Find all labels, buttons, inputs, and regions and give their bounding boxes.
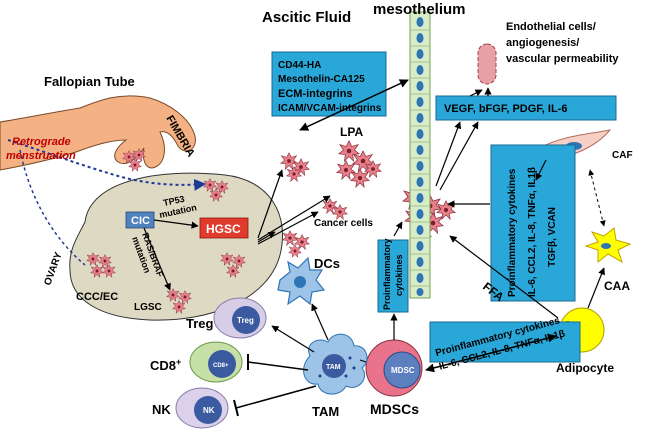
tam-to-dc xyxy=(311,303,329,341)
cd8-cell-label: CD8+ xyxy=(213,363,229,369)
cytokine-mdsc-line-2: cytokines xyxy=(394,254,404,296)
caf-caa-link xyxy=(588,169,606,227)
retrograde-label-2: menstruation xyxy=(6,150,76,162)
fallopian-tube-shape xyxy=(0,95,196,171)
tam-to-treg xyxy=(271,325,315,353)
tam-cell-label: TAM xyxy=(326,364,341,371)
growth-factor-box xyxy=(435,95,617,121)
tp53-line-1: TP53 xyxy=(162,194,185,208)
caa-nucleus xyxy=(601,243,611,249)
adhesion-line-4: ICAM/VCAM-integrins xyxy=(278,103,382,114)
arrow-to-cancer-low xyxy=(257,211,319,245)
tam-inhibit-nk-bar xyxy=(233,399,239,417)
lgsc-label: LGSC xyxy=(134,302,162,313)
hgsc-box xyxy=(199,217,249,239)
cytokine-right-line-2: IL-6, CCL2, IL-8, TNFα, IL1β xyxy=(527,167,538,297)
cytokine-right-box xyxy=(490,144,576,302)
blood-vessel xyxy=(477,43,497,85)
mdsc-cell-label: MDSC xyxy=(391,366,415,375)
tumor-to-gf-1 xyxy=(435,121,462,187)
cytokine-right-line-3: TGFβ, VCAN xyxy=(547,207,558,267)
mdsc-nucleus xyxy=(383,351,421,389)
cic-to-lgsc xyxy=(143,227,171,291)
adhesion-line-1: CD44-HA xyxy=(278,60,321,71)
cic-label: CIC xyxy=(131,215,150,227)
cd8-label: CD8+ xyxy=(150,357,181,373)
hgsc-label: HGSC xyxy=(206,222,241,236)
arrow-up-to-cluster xyxy=(257,169,284,239)
ascitic-fluid-label: Ascitic Fluid xyxy=(262,9,351,26)
retrograde-path-down xyxy=(19,149,86,266)
adipocyte-mdsc-arrow xyxy=(425,333,557,373)
mesothelial-cells xyxy=(416,17,424,296)
tam-to-mdsc-arrow xyxy=(359,359,367,363)
adhesion-arrow xyxy=(299,79,409,131)
nk-cell-label: NK xyxy=(203,406,215,415)
endothelial-line-1: Endothelial cells/ xyxy=(506,21,596,33)
ffa-arrow xyxy=(449,235,559,319)
treg-cell xyxy=(213,297,267,339)
caf-to-cytokines xyxy=(535,159,547,181)
cytokine-bottom-box xyxy=(429,321,581,363)
treg-label: Treg xyxy=(186,316,214,331)
cd8-label-sup: + xyxy=(176,357,181,367)
mdscs-label: MDSCs xyxy=(370,401,419,417)
nk-cell xyxy=(175,387,229,429)
adhesion-line-3: ECM-integrins xyxy=(278,88,353,100)
tumor-to-gf-2 xyxy=(439,121,479,191)
growth-factor-text: VEGF, bFGF, PDGF, IL-6 xyxy=(444,103,567,115)
dc-cell xyxy=(277,256,326,306)
cic-to-hgsc xyxy=(153,219,199,229)
mesothelium-label: mesothelium xyxy=(373,1,466,18)
adipocyte-label: Adipocyte xyxy=(556,361,614,375)
adhesion-line-2: Mesothelin-CA125 xyxy=(278,74,365,85)
nk-label: NK xyxy=(152,402,171,417)
tam-inhibit-cd8 xyxy=(247,361,309,371)
cancer-cells-label: Cancer cells xyxy=(314,218,373,229)
endothelial-line-3: vascular permeability xyxy=(506,53,619,65)
tam-label: TAM xyxy=(312,404,339,419)
endothelial-line-2: angiogenesis/ xyxy=(506,37,579,49)
ovary-shape xyxy=(69,172,284,321)
cancer-cells-cluster xyxy=(280,140,382,258)
cytokine-mdsc-box xyxy=(377,239,409,313)
cytokine-mdsc-line-1: Proinflammatory xyxy=(382,238,392,310)
mesothelium-dividers xyxy=(410,29,430,287)
retrograde-label-1: Retrograde xyxy=(12,136,71,148)
ovary-label: OVARY xyxy=(42,251,64,287)
lpa-label: LPA xyxy=(340,125,363,139)
cytokine-right-line-1: Proinflammatory cytokines xyxy=(507,168,518,297)
tam-cell xyxy=(303,333,368,395)
cd8-label-main: CD8 xyxy=(150,358,176,373)
retrograde-path xyxy=(7,139,207,191)
caa-label: CAA xyxy=(604,279,630,293)
arrow-to-vessel-left xyxy=(469,89,483,97)
caf-label: CAF xyxy=(612,150,633,161)
arrow-to-cancer-mid xyxy=(257,231,276,243)
cd8-cell xyxy=(189,341,243,383)
mdsc-to-tumor xyxy=(393,221,403,237)
adipocyte-to-caa xyxy=(587,267,605,309)
fallopian-tube-label: Fallopian Tube xyxy=(44,74,135,89)
ccc-ec-label: CCC/EC xyxy=(76,291,118,303)
tam-inhibit-nk xyxy=(235,385,317,409)
treg-cell-label: Treg xyxy=(237,316,254,325)
dcs-label: DCs xyxy=(314,256,340,271)
